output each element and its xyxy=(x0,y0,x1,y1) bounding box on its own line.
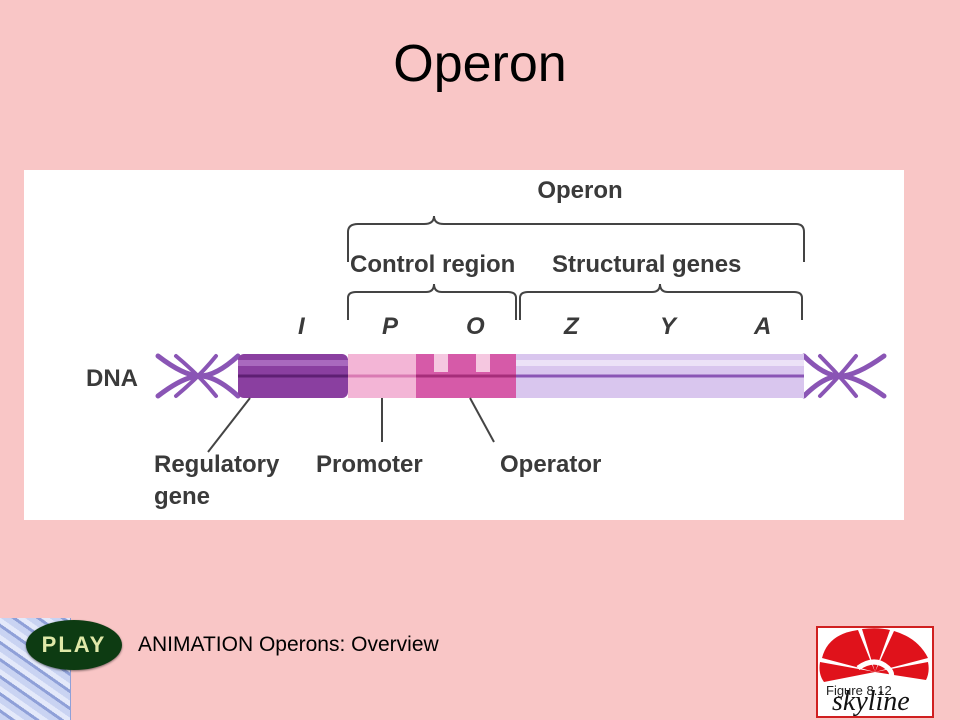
gene-letter-i: I xyxy=(298,313,306,340)
control-region-bracket xyxy=(347,283,517,320)
play-button-label: PLAY xyxy=(41,632,107,657)
gene-letter-o: O xyxy=(466,313,485,340)
gene-letter-a: A xyxy=(753,313,771,340)
skyline-logo: skyline xyxy=(816,626,934,718)
promoter-label: Promoter xyxy=(316,451,423,478)
structural-genes-label: Structural genes xyxy=(552,251,741,278)
animation-link[interactable]: ANIMATION Operons: Overview xyxy=(138,633,439,656)
dna-label: DNA xyxy=(86,365,138,392)
slide-title: Operon xyxy=(393,35,567,93)
regulatory-gene-label-line2: gene xyxy=(154,483,210,510)
structural-genes-segment xyxy=(516,354,804,398)
operator-pointer xyxy=(469,397,495,443)
dna-helix-right xyxy=(801,353,887,399)
gene-letter-p: P xyxy=(382,313,399,340)
logo-wordmark: skyline xyxy=(832,686,910,716)
play-button[interactable]: PLAY xyxy=(26,620,122,670)
regulatory-gene-segment xyxy=(238,354,348,398)
gene-letter-y: Y xyxy=(660,313,678,340)
gene-letter-z: Z xyxy=(563,313,580,340)
operon-label: Operon xyxy=(537,177,622,204)
figure-caption: Figure 8.12 xyxy=(826,683,892,698)
control-region-label: Control region xyxy=(350,251,515,278)
regulatory-gene-label-line1: Regulatory xyxy=(154,451,280,478)
operon-bracket xyxy=(347,215,805,262)
structural-genes-bracket xyxy=(519,283,803,320)
operator-label: Operator xyxy=(500,451,601,478)
regulatory-gene-pointer xyxy=(207,397,251,453)
dna-helix-left xyxy=(155,353,241,399)
promoter-segment xyxy=(348,354,416,398)
operon-diagram: Operon Control region Structural genes I… xyxy=(24,170,904,520)
sunburst-icon xyxy=(819,628,929,682)
operator-segment xyxy=(416,354,516,398)
